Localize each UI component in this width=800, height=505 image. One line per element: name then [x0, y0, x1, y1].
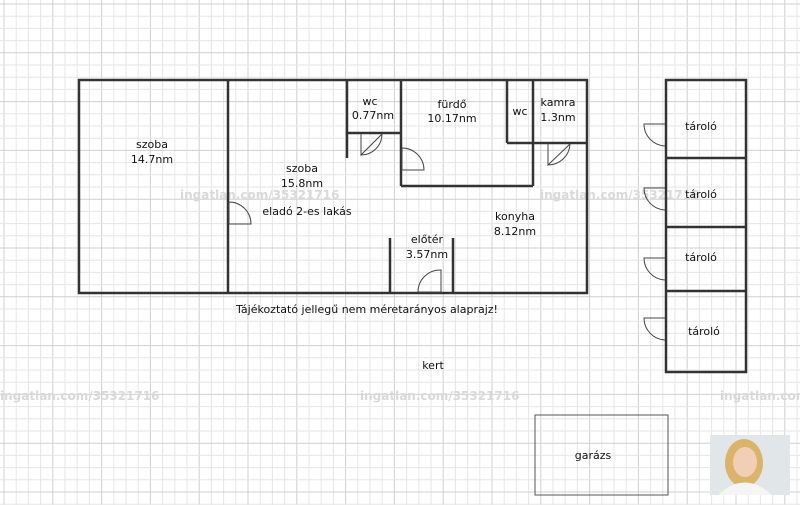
garden-label: kert [422, 359, 444, 372]
room-name-furdo: fürdő [438, 98, 467, 111]
storage-block [643, 78, 748, 374]
watermark: ingatlan.com/35321716 [540, 188, 699, 202]
room-area-konyha: 8.12nm [494, 225, 536, 238]
room-name-eloter: előtér [411, 233, 444, 246]
door-symbol [643, 187, 666, 211]
garage-label: garázs [575, 449, 612, 462]
storage-label: tároló [688, 325, 720, 338]
room-area-wc1: 0.77nm [352, 109, 394, 122]
room-area-kamra: 1.3nm [540, 111, 575, 124]
storage-label: tároló [685, 188, 717, 201]
door-symbol [360, 132, 383, 157]
door-symbol [228, 201, 252, 225]
watermark: ingatlan.com/35321716 [360, 389, 519, 403]
room-area-szoba-left: 14.7nm [131, 153, 173, 166]
room-note: eladó 2-es lakás [262, 205, 351, 218]
door-symbol [417, 269, 442, 293]
door-symbol [547, 142, 571, 167]
room-name-kamra: kamra [541, 96, 576, 109]
door-symbol [643, 123, 666, 147]
apartment-walls [77, 78, 589, 295]
storage-label: tároló [685, 120, 717, 133]
outer-wall [77, 78, 589, 295]
watermark: ingatlan.com/35321716 [0, 389, 159, 403]
garage-outline [534, 414, 669, 496]
door-symbol [401, 147, 425, 171]
watermark: ingatlan.com/35321716 [180, 188, 339, 202]
room-labels: szoba 14.7nm szoba 15.8nm eladó 2-es lak… [131, 95, 720, 462]
agent-photo [710, 435, 790, 495]
room-name-wc1: wc [362, 95, 377, 108]
door-symbol [643, 317, 666, 341]
room-name-wc2: wc [512, 105, 527, 118]
door-symbol [643, 257, 666, 281]
watermarks: ingatlan.com/35321716 ingatlan.com/35321… [0, 188, 800, 403]
doors [228, 132, 571, 293]
room-name-szoba-main: szoba [286, 162, 318, 175]
room-area-szoba-main: 15.8nm [281, 177, 323, 190]
room-name-konyha: konyha [495, 210, 535, 223]
disclaimer-text: Tájékoztató jellegű nem méretarányos ala… [235, 303, 498, 316]
watermark: ingatlan.com/35321716 [720, 389, 800, 403]
room-area-eloter: 3.57nm [406, 248, 448, 261]
storage-label: tároló [685, 251, 717, 264]
room-name-szoba-left: szoba [136, 138, 168, 151]
room-area-furdo: 10.17nm [427, 112, 476, 125]
